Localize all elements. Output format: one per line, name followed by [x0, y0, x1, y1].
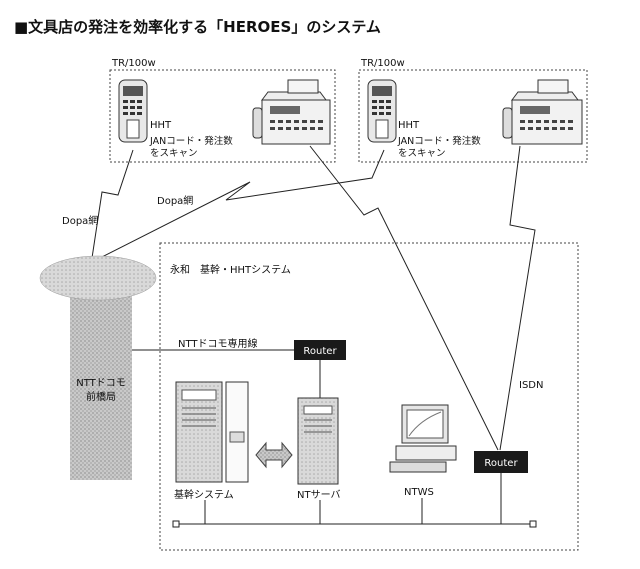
isdn-link — [499, 145, 536, 451]
nt-server-label: NTサーバ — [297, 489, 341, 501]
ntt-line-label: NTTドコモ専用線 — [178, 337, 258, 350]
nt-server-icon — [297, 397, 339, 485]
store-right-scan-2: をスキャン — [398, 148, 446, 159]
lan-terminator-right — [529, 520, 537, 528]
router-right-label: Router — [484, 458, 518, 469]
store-right-scan-1: JANコード・発注数 — [397, 135, 481, 147]
core-system-icon — [175, 381, 249, 483]
system-box — [159, 242, 579, 551]
isdn-label: ISDN — [519, 380, 543, 391]
ntws-icon — [389, 404, 457, 473]
hht-right-icon — [367, 79, 397, 143]
dopa-link-left — [91, 149, 134, 259]
store-left-spec: TR/100w — [111, 58, 156, 69]
network-name-2: 前橋局 — [86, 390, 116, 403]
lan-terminator-left — [172, 520, 180, 528]
store-left-scan-1: JANコード・発注数 — [149, 135, 233, 147]
system-title: 永和 基幹・HHTシステム — [170, 263, 291, 276]
diagram-title: ■文具店の発注を効率化する「HEROES」のシステム — [14, 18, 381, 36]
hht-left-icon — [118, 79, 148, 143]
ntt-docomo-network — [39, 255, 157, 480]
store-box-right — [358, 69, 588, 163]
dopa-left-label: Dopa網 — [62, 214, 98, 227]
dopa-right-label: Dopa網 — [157, 194, 193, 207]
fax-right-icon — [502, 79, 583, 145]
router-right — [474, 451, 528, 473]
sync-arrow-icon — [255, 441, 293, 469]
fax-left-to-router-line — [309, 145, 499, 451]
router-top-label: Router — [303, 346, 337, 357]
network-name-1: NTTドコモ — [76, 378, 126, 389]
store-right-device: HHT — [398, 120, 420, 131]
fax-left-icon — [252, 79, 331, 145]
dopa-link-right — [95, 149, 385, 261]
router-top — [294, 340, 346, 360]
store-box-left — [109, 69, 336, 163]
store-left-device: HHT — [150, 120, 172, 131]
store-right-spec: TR/100w — [360, 58, 405, 69]
ntws-label: NTWS — [404, 487, 434, 498]
core-system-label: 基幹システム — [174, 488, 234, 501]
store-left-scan-2: をスキャン — [150, 148, 198, 159]
